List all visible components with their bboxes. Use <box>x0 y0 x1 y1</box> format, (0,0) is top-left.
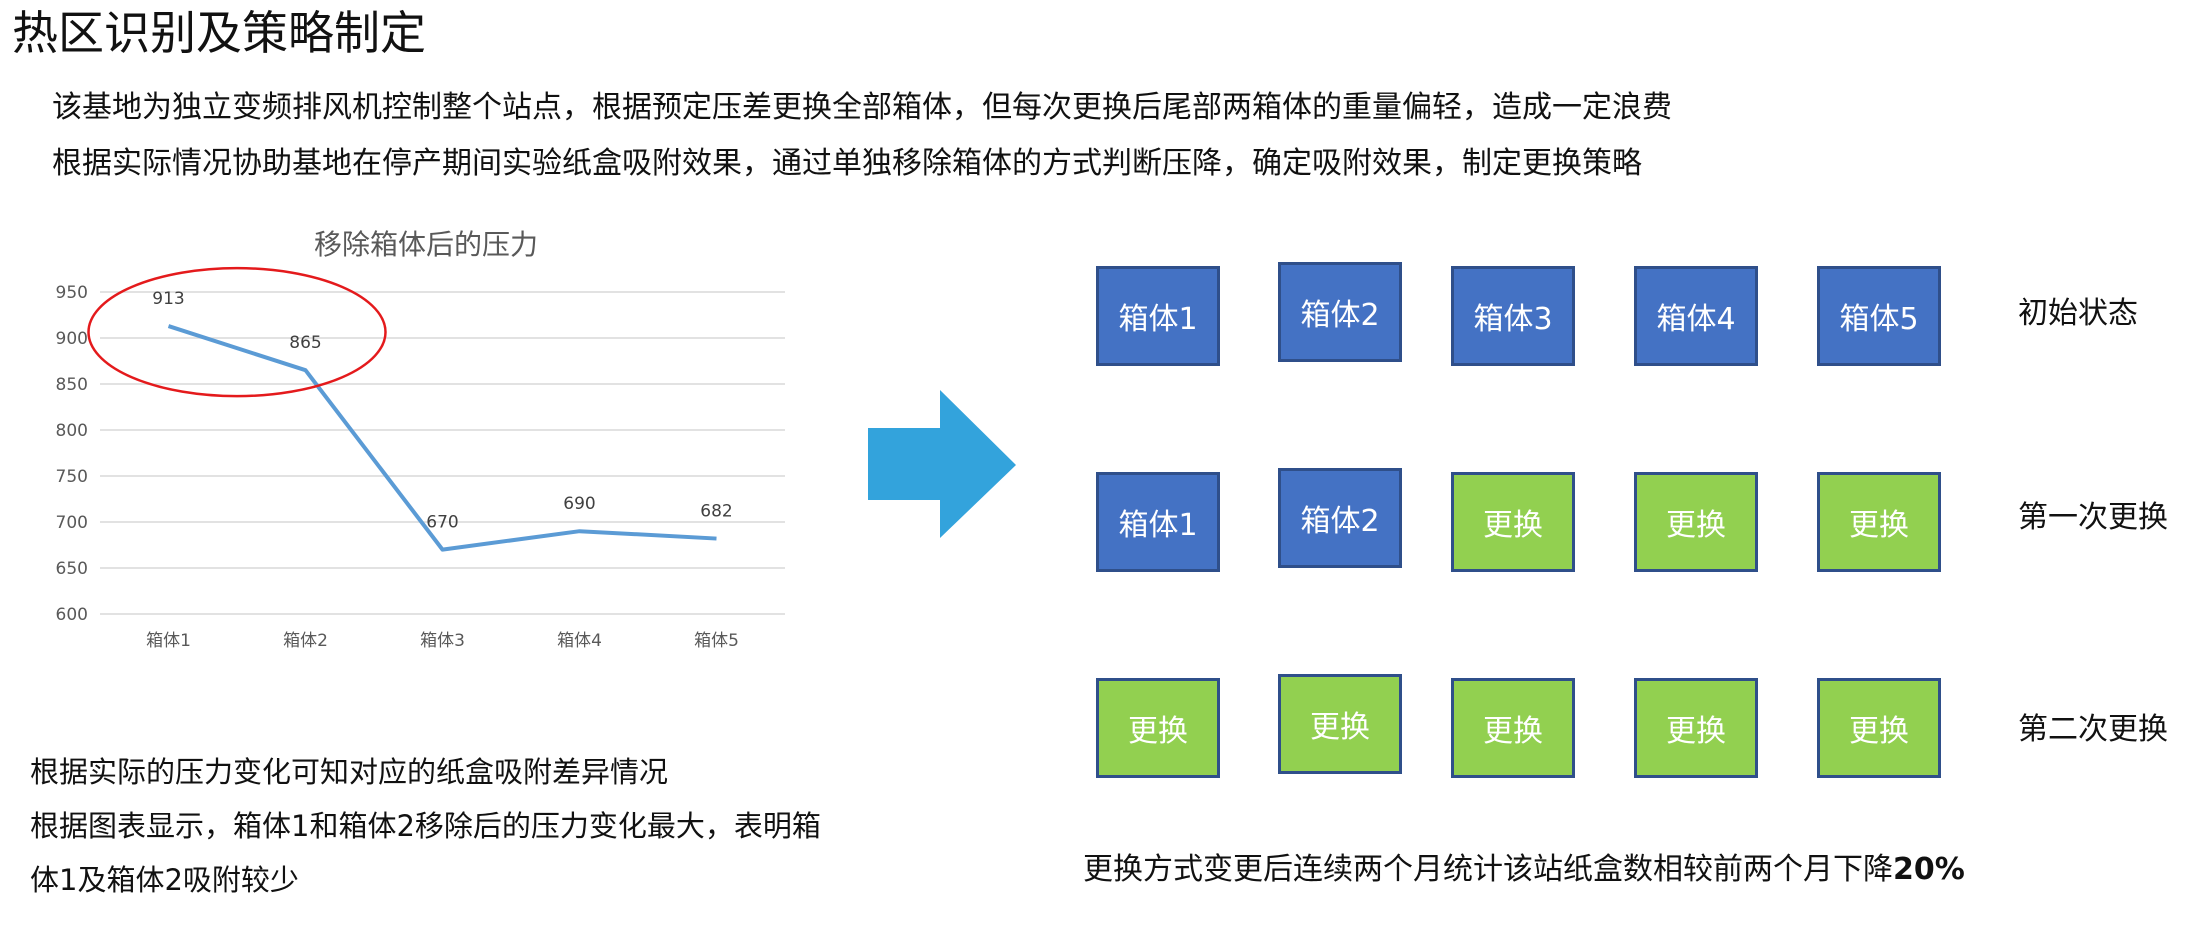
note-line-3: 体1及箱体2吸附较少 <box>30 863 299 897</box>
box-initial-1: 箱体1 <box>1096 266 1220 366</box>
chart-grid <box>100 291 785 615</box>
data-label: 670 <box>426 513 458 533</box>
chart-title: 移除箱体后的压力 <box>314 228 538 261</box>
data-label: 690 <box>563 494 595 514</box>
box-second-5: 更换 <box>1817 678 1941 778</box>
summary-main: 更换方式变更后连续两个月统计该站纸盒数相较前两个月下降 <box>1083 852 1893 887</box>
box-first-2: 箱体2 <box>1278 468 1402 568</box>
y-tick-label: 850 <box>56 375 88 395</box>
y-tick-label: 650 <box>56 559 88 579</box>
box-initial-5: 箱体5 <box>1817 266 1941 366</box>
x-tick-label: 箱体4 <box>557 631 602 651</box>
note-line-1: 根据实际的压力变化可知对应的纸盒吸附差异情况 <box>30 755 669 789</box>
box-first-1: 箱体1 <box>1096 472 1220 572</box>
page-title: 热区识别及策略制定 <box>12 6 426 60</box>
y-tick-label: 800 <box>56 421 88 441</box>
box-first-3: 更换 <box>1451 472 1575 572</box>
box-second-1: 更换 <box>1096 678 1220 778</box>
pressure-chart-svg: 移除箱体后的压力 600 650 700 750 800 850 900 950 箱体1 箱体2… <box>56 228 785 651</box>
intro-line-1: 该基地为独立变频排风机控制整个站点，根据预定压差更换全部箱体，但每次更换后尾部两… <box>52 90 1672 125</box>
pressure-chart: 移除箱体后的压力 600 650 700 750 800 850 900 950 箱体1 箱体2… <box>40 218 800 668</box>
y-tick-label: 700 <box>56 513 88 533</box>
note-line-2: 根据图表显示，箱体1和箱体2移除后的压力变化最大，表明箱 <box>30 809 821 843</box>
box-second-3: 更换 <box>1451 678 1575 778</box>
x-tick-label: 箱体2 <box>283 631 328 651</box>
row-label-first: 第一次更换 <box>2018 500 2168 535</box>
x-tick-label: 箱体5 <box>694 631 739 651</box>
data-label: 865 <box>289 333 321 353</box>
box-second-4: 更换 <box>1634 678 1758 778</box>
summary-text: 更换方式变更后连续两个月统计该站纸盒数相较前两个月下降20% <box>1083 850 1965 890</box>
box-initial-4: 箱体4 <box>1634 266 1758 366</box>
x-tick-label: 箱体1 <box>146 631 191 651</box>
data-label: 682 <box>700 502 732 522</box>
chart-x-ticks: 箱体1 箱体2 箱体3 箱体4 箱体5 <box>146 631 739 651</box>
box-initial-2: 箱体2 <box>1278 262 1402 362</box>
y-tick-label: 950 <box>56 283 88 303</box>
right-arrow-icon <box>868 390 1016 538</box>
box-second-2: 更换 <box>1278 674 1402 774</box>
intro-line-2: 根据实际情况协助基地在停产期间实验纸盒吸附效果，通过单独移除箱体的方式判断压降，… <box>52 146 1642 181</box>
chart-y-ticks: 600 650 700 750 800 850 900 950 <box>56 283 88 625</box>
series-line <box>167 324 717 552</box>
y-tick-label: 600 <box>56 605 88 625</box>
y-tick-label: 750 <box>56 467 88 487</box>
summary-highlight: 20% <box>1893 852 1965 887</box>
box-initial-3: 箱体3 <box>1451 266 1575 366</box>
box-first-4: 更换 <box>1634 472 1758 572</box>
row-label-initial: 初始状态 <box>2018 296 2138 331</box>
box-first-5: 更换 <box>1817 472 1941 572</box>
highlight-ellipse <box>87 266 387 398</box>
x-tick-label: 箱体3 <box>420 631 465 651</box>
data-label: 913 <box>152 289 184 309</box>
y-tick-label: 900 <box>56 329 88 349</box>
chart-data-labels: 913 865 670 690 682 <box>152 289 732 533</box>
row-label-second: 第二次更换 <box>2018 712 2168 747</box>
